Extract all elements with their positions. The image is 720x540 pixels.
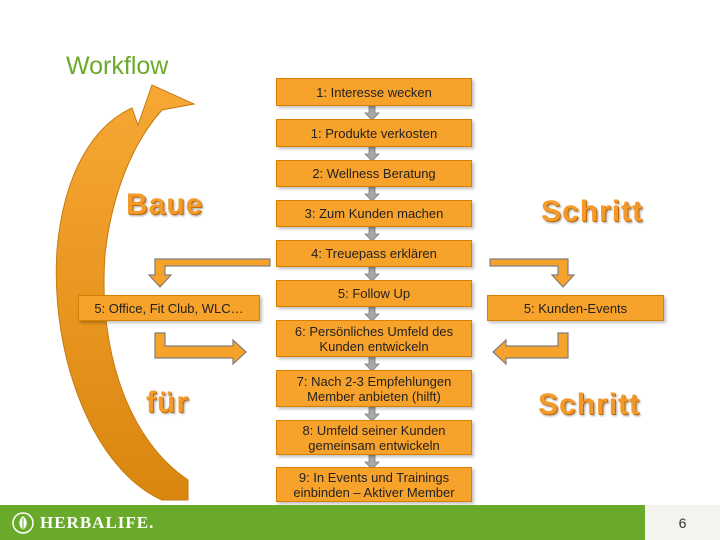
side-box-left: 5: Office, Fit Club, WLC…	[78, 295, 260, 321]
step-box-9: 8: Umfeld seiner Kunden gemeinsam entwic…	[276, 420, 472, 455]
side-box-right: 5: Kunden-Events	[487, 295, 664, 321]
word-fuer: für	[146, 386, 189, 419]
step-box-1: 1: Interesse wecken	[276, 78, 472, 106]
step-box-8: 7: Nach 2-3 Empfehlungen Member anbieten…	[276, 370, 472, 407]
slide-title: Workflow	[66, 52, 169, 80]
step-box-3: 2: Wellness Beratung	[276, 160, 472, 187]
step-box-6: 5: Follow Up	[276, 280, 472, 307]
page-number: 6	[645, 505, 720, 540]
step-box-5: 4: Treuepass erklären	[276, 240, 472, 267]
herbalife-logo: HERBALIFE.	[12, 510, 154, 536]
leaf-logo-icon	[12, 512, 34, 534]
step-box-10: 9: In Events und Trainings einbinden – A…	[276, 467, 472, 502]
step-box-4: 3: Zum Kunden machen	[276, 200, 472, 227]
word-baue: Baue	[126, 188, 204, 221]
word-schritt-bottom: Schritt	[538, 388, 641, 421]
step-box-2: 1: Produkte verkosten	[276, 119, 472, 147]
step-box-7: 6: Persönliches Umfeld des Kunden entwic…	[276, 320, 472, 357]
footer-bar	[0, 505, 720, 540]
word-schritt-top: Schritt	[541, 195, 644, 228]
logo-text: HERBALIFE.	[40, 513, 155, 532]
